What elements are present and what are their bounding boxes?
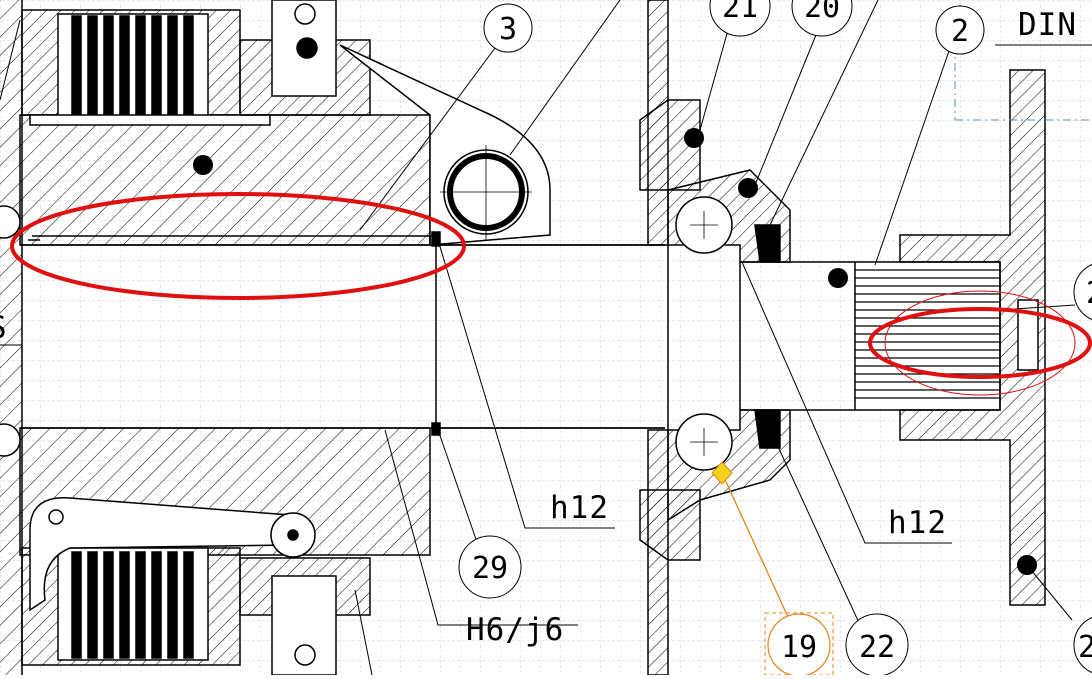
markup-ellipse-left	[10, 192, 466, 300]
balloon-2-right[interactable]: 2	[1073, 262, 1092, 322]
tolerance-fit-h6j6[interactable]: H6/j6	[466, 612, 564, 648]
view-frame	[954, 45, 1092, 121]
din-label: DIN	[1018, 7, 1077, 43]
balloon-3[interactable]: 3	[483, 3, 533, 53]
balloon-label: 2	[1086, 276, 1092, 311]
splined-shaft[interactable]	[854, 261, 1001, 411]
balloon-label: 29	[472, 551, 508, 586]
red-markup-annotations[interactable]	[10, 192, 1092, 396]
balloon-label: 22	[859, 630, 895, 665]
balloon-label: 20	[804, 0, 840, 25]
balloon-label: 19	[781, 630, 817, 665]
upper-mount-block[interactable]	[239, 0, 371, 116]
lower-coil-assembly[interactable]	[21, 547, 241, 666]
tolerance-h12-right[interactable]: h12	[888, 505, 947, 541]
tolerance-label: h12	[550, 490, 609, 526]
tolerance-h12-left[interactable]: h12	[550, 490, 609, 526]
title-fragment: DIN	[1018, 7, 1077, 43]
balloon-20[interactable]: 20	[791, 0, 853, 37]
balloon-2-bottom-right[interactable]: 2	[1073, 615, 1092, 675]
tolerance-label: H6/j6	[466, 612, 564, 648]
lower-mount-block[interactable]	[239, 557, 371, 676]
selection-highlight[interactable]	[711, 461, 794, 629]
right-flange-wheel[interactable]	[899, 69, 1046, 606]
ring-bracket[interactable]	[339, 44, 551, 246]
retaining-ring-29[interactable]	[28, 231, 441, 436]
markup-ellipse-right-thin	[884, 290, 1076, 396]
tolerance-label: h12	[888, 505, 947, 541]
upper-coil-assembly[interactable]	[21, 9, 271, 126]
balloon-21[interactable]: 21	[709, 0, 771, 37]
balloon-29[interactable]: 29	[458, 535, 522, 599]
lever-arm[interactable]	[29, 497, 316, 612]
balloon-label: 2	[1078, 630, 1092, 665]
bearing-housing[interactable]	[639, 99, 791, 561]
left-edge-label: S	[0, 310, 8, 346]
markup-ellipse-right	[868, 307, 1092, 379]
left-edge-bearing-arcs	[0, 205, 21, 457]
left-edge-fragment: S	[0, 310, 22, 346]
balloon-label: 21	[722, 0, 758, 25]
balloon-19[interactable]: 19	[764, 612, 834, 677]
balloon-label: 3	[499, 12, 517, 47]
reference-dots-left	[193, 155, 213, 175]
balloon-2[interactable]: 2	[935, 5, 985, 55]
balloon-22[interactable]: 22	[845, 613, 909, 677]
balloon-label: 2	[951, 14, 969, 49]
